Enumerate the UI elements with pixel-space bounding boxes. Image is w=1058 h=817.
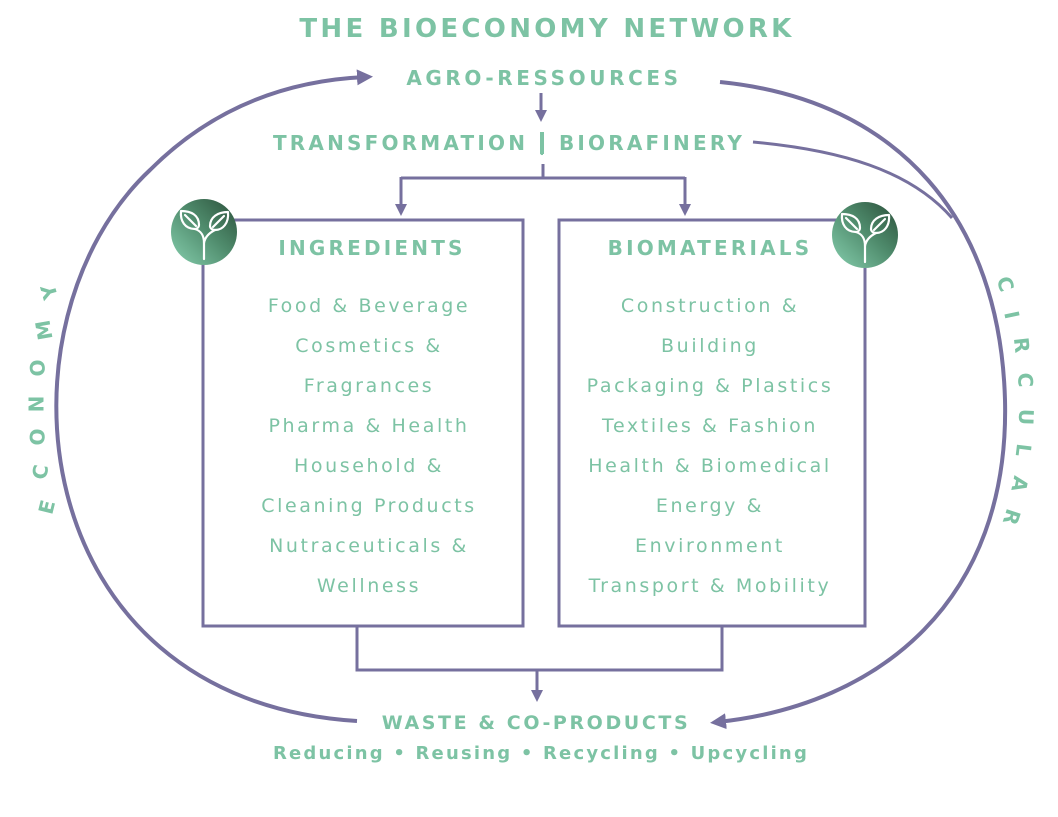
- stage-transformation: TRANSFORMATION | BIORAFINERY: [272, 131, 746, 155]
- list-item: Energy &: [655, 495, 765, 517]
- list-item: Household &: [293, 455, 444, 477]
- list-item: Packaging & Plastics: [586, 375, 834, 397]
- circular-letter: U: [1013, 408, 1039, 426]
- economy-arc: [54, 69, 373, 723]
- economy-letter: N: [24, 395, 49, 413]
- biomaterials-list: Construction & Building Packaging & Plas…: [560, 286, 860, 606]
- list-item: Environment: [635, 535, 785, 557]
- biomaterials-box: [557, 218, 867, 628]
- list-item: Construction &: [620, 295, 800, 317]
- list-item: Nutraceuticals &: [269, 535, 469, 557]
- stage-waste-co-products: WASTE & CO-PRODUCTS: [381, 712, 691, 734]
- economy-letter: C: [27, 463, 54, 481]
- economy-letter: O: [25, 427, 50, 447]
- list-item: Textiles & Fashion: [602, 415, 818, 437]
- economy-letter: O: [25, 358, 50, 378]
- diagram-title: THE BIOECONOMY NETWORK: [299, 14, 795, 44]
- circular-arc: [710, 80, 1008, 730]
- list-item: Cosmetics &: [295, 335, 443, 357]
- waste-actions-subtitle: Reducing • Reusing • Recycling • Upcycli…: [272, 743, 810, 764]
- ingredients-list: Food & Beverage Cosmetics & Fragrances P…: [204, 286, 534, 606]
- list-item: Food & Beverage: [267, 295, 471, 317]
- economy-letter: M: [30, 318, 58, 342]
- list-item: Fragrances: [303, 375, 435, 397]
- circular-letter: R: [1008, 336, 1035, 354]
- biomaterials-heading: BIOMATERIALS: [607, 236, 813, 260]
- list-item: Cleaning Products: [261, 495, 477, 517]
- circular-letter: L: [1010, 442, 1037, 458]
- stage-agro-ressources: AGRO-RESSOURCES: [406, 66, 682, 90]
- list-item: Pharma & Health: [268, 415, 470, 437]
- ingredients-box: [201, 218, 525, 628]
- merge-connector: [355, 627, 724, 672]
- list-item: Transport & Mobility: [588, 575, 832, 597]
- list-item: Wellness: [316, 575, 422, 597]
- circular-letter: C: [1013, 372, 1038, 388]
- leaf-sprout-icon: [171, 199, 237, 265]
- biorefinery-branch-line: [752, 140, 954, 219]
- ingredients-heading: INGREDIENTS: [278, 236, 466, 260]
- transformation-divider: [540, 132, 544, 154]
- list-item: Health & Biomedical: [588, 455, 832, 477]
- split-connector: [401, 164, 685, 180]
- leaf-sprout-icon: [832, 202, 898, 268]
- list-item: Building: [661, 335, 759, 357]
